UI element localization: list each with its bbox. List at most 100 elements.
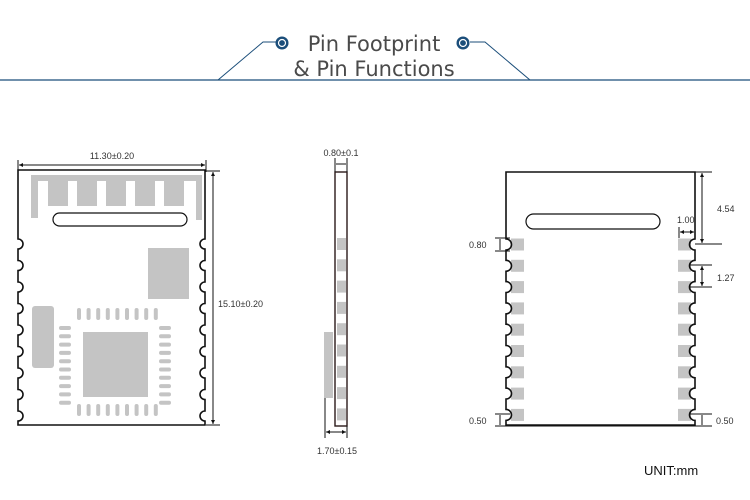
title-line-2: & Pin Functions — [293, 57, 454, 81]
side-pad — [337, 344, 346, 357]
pad-height-label: 0.80 — [469, 240, 487, 250]
chip-pin-right — [159, 326, 171, 330]
chip-pin-bottom — [134, 404, 139, 416]
chip-pin-left — [59, 350, 71, 355]
arrow-icon — [680, 230, 694, 234]
chip-pin-bottom — [153, 404, 158, 416]
pad-left — [511, 366, 524, 379]
chip-pin-left — [59, 400, 71, 405]
pad-left — [511, 323, 524, 336]
pad-right — [678, 387, 691, 400]
header-left-connector — [217, 41, 276, 81]
chip-pin-top — [105, 308, 110, 320]
chip-pin-right — [159, 375, 171, 380]
pad-right — [678, 345, 691, 357]
pad-right — [678, 302, 691, 315]
chip-pin-top — [134, 308, 139, 320]
bullet-right-icon — [456, 36, 470, 50]
title-line-1: Pin Footprint — [308, 32, 441, 56]
bottom-left-label: 0.50 — [469, 416, 487, 426]
side-outline — [334, 171, 348, 427]
thickness-label: 0.80±0.1 — [324, 148, 359, 158]
side-pad — [337, 301, 346, 314]
side-pads — [337, 238, 346, 421]
pad-left — [511, 238, 524, 251]
pad-right — [678, 323, 691, 336]
pad-right — [678, 366, 691, 379]
pad-right — [678, 408, 691, 421]
chip-pin-right — [159, 400, 171, 405]
chip-pin-bottom — [77, 404, 81, 416]
side-view: 0.80±0.1 1.70±0.15 — [317, 148, 358, 456]
side-pad — [337, 259, 346, 272]
total-height-label: 1.70±0.15 — [317, 446, 357, 456]
chip-pin-top — [77, 308, 81, 320]
side-component — [32, 306, 54, 368]
arrow-icon — [326, 430, 346, 434]
chip-pin-left — [59, 384, 71, 389]
pad-left — [511, 259, 524, 272]
antenna-slot — [52, 212, 188, 227]
chip-pin-top — [125, 308, 129, 320]
pad-offset-label: 4.54 — [717, 204, 735, 214]
pitch-label: 1.27 — [717, 273, 735, 283]
side-pad — [337, 323, 346, 336]
pad-right — [678, 281, 691, 294]
module-outline — [17, 169, 206, 426]
footprint-pads — [511, 238, 691, 421]
antenna-slot — [525, 213, 661, 230]
bullet-left-ring — [277, 38, 287, 48]
pad-left — [511, 302, 524, 315]
pad-depth-label: 1.00 — [677, 215, 695, 225]
bullet-right-ring — [458, 38, 468, 48]
chip-pin-left — [59, 375, 71, 380]
header-decoration — [0, 36, 750, 81]
shield-profile — [324, 332, 333, 398]
chip-pin-left — [59, 367, 71, 372]
chip-pin-bottom — [96, 404, 101, 416]
side-pad — [337, 238, 346, 250]
chip-pin-bottom — [115, 404, 120, 416]
side-pad — [337, 365, 346, 378]
pad-right — [678, 238, 691, 251]
crystal-component — [148, 248, 189, 299]
side-pad — [337, 280, 346, 293]
chip-pin-top — [115, 308, 120, 320]
chip-pin-left — [59, 326, 71, 330]
side-pad — [337, 408, 346, 421]
chip-pin-right — [159, 392, 171, 397]
chip-pin-bottom — [125, 404, 129, 416]
chip-die — [83, 332, 148, 397]
width-label: 11.30±0.20 — [90, 151, 134, 161]
pad-left — [511, 387, 524, 400]
chip-pin-top — [96, 308, 101, 320]
chip-pins — [59, 308, 171, 416]
pad-left — [511, 281, 524, 294]
chip-pin-top — [153, 308, 158, 320]
chip-pin-top — [144, 308, 149, 320]
bullet-left-icon — [275, 36, 289, 50]
footprint-view: 4.54 1.00 1.27 0.80 0.50 0.50 — [469, 171, 735, 427]
chip-pin-right — [159, 350, 171, 355]
side-pad — [337, 387, 346, 400]
chip-pin-left — [59, 334, 71, 339]
chip-pin-right — [159, 384, 171, 389]
chip-pin-bottom — [105, 404, 110, 416]
chip-pin-right — [159, 334, 171, 339]
pad-left — [511, 408, 524, 421]
top-view: 11.30±0.20 15.10±0.20 — [17, 151, 263, 426]
chip-pin-right — [159, 367, 171, 372]
antenna-trace — [31, 175, 202, 220]
bottom-right-label: 0.50 — [716, 416, 734, 426]
pad-left — [511, 345, 524, 357]
pad-right — [678, 259, 691, 272]
chip-pin-bottom — [86, 404, 91, 416]
chip-pin-right — [159, 359, 171, 364]
chip-pin-left — [59, 392, 71, 397]
chip-pin-left — [59, 359, 71, 364]
height-label: 15.10±0.20 — [218, 299, 263, 309]
header-right-connector — [470, 41, 531, 81]
chip-pin-right — [159, 342, 171, 347]
arrow-icon — [700, 266, 704, 286]
